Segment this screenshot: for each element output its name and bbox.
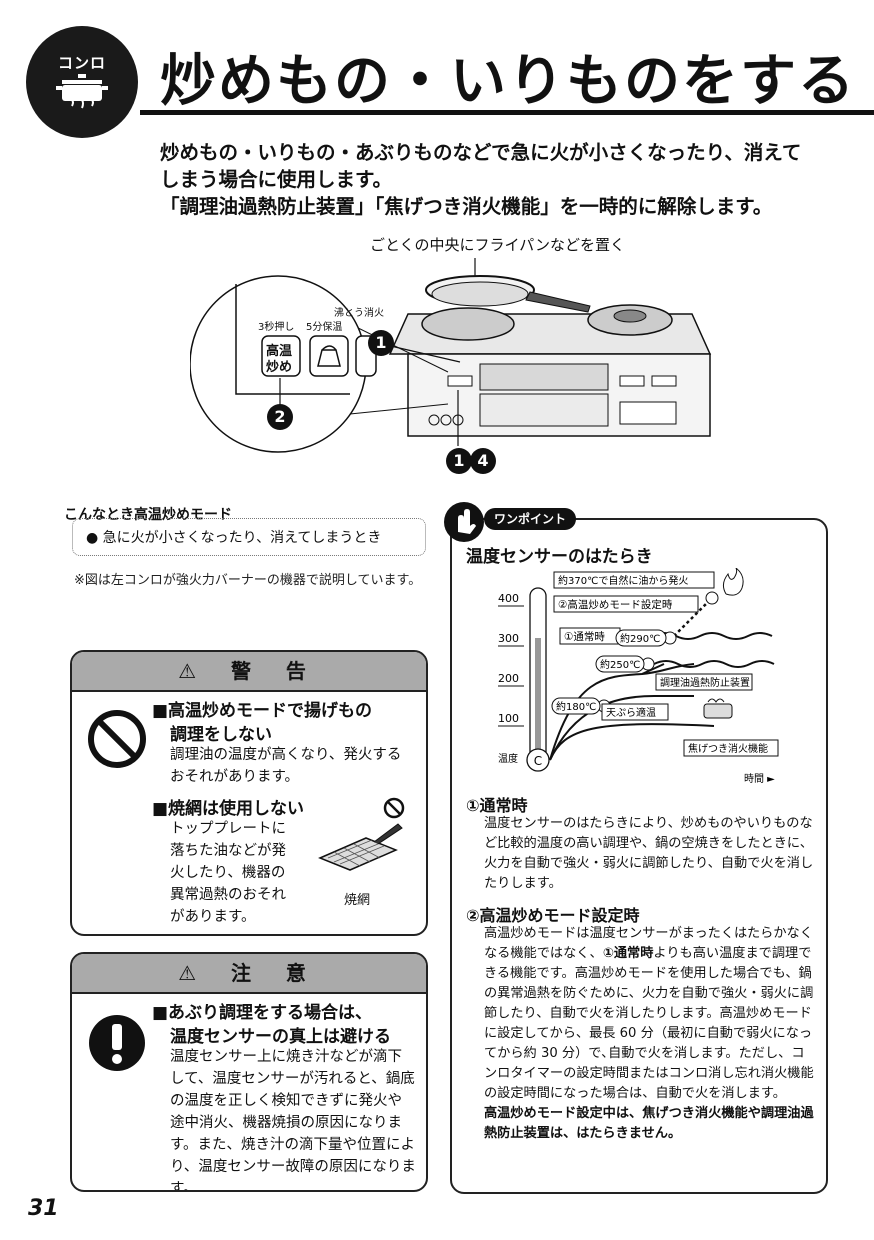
caution-box: ⚠ 注 意 ■あぶり調理をする場合は、 温度センサーの真上は避ける 温度センサー… bbox=[70, 952, 428, 1192]
label-normal: ①通常時 bbox=[564, 630, 605, 643]
label-290: 約290℃ bbox=[620, 632, 660, 645]
intro-line-2: しまう場合に使用します。 bbox=[160, 168, 393, 191]
label-3byo: 3秒押し bbox=[258, 322, 295, 333]
callout-1-top: 1 bbox=[368, 330, 394, 356]
yakiami-label: 焼網 bbox=[344, 893, 371, 908]
section2-body: 高温炒めモードは温度センサーがまったくはたらかなくなる機能ではなく、①通常時より… bbox=[484, 926, 814, 1141]
warning-header: ⚠ 警 告 bbox=[72, 652, 426, 692]
title-rule bbox=[140, 110, 874, 115]
pot-icon bbox=[56, 74, 108, 109]
warning-item1-title-1: ■高温炒めモードで揚げもの bbox=[152, 701, 373, 721]
wave-normal bbox=[653, 660, 775, 668]
intro-line-3: 「調理油過熱防止装置」「焦げつき消火機能」を一時的に解除します。 bbox=[160, 195, 773, 218]
label-180: 約180℃ bbox=[556, 700, 596, 713]
intro-line-1: 炒めもの・いりもの・あぶりものなどで急に火が小さくなったり、消えて bbox=[160, 141, 802, 164]
warning-box: ⚠ 警 告 ■高温炒めモードで揚げもの 調理をしない 調理油の温度が高くなり、発… bbox=[70, 650, 428, 936]
caution-header: ⚠ 注 意 bbox=[72, 954, 426, 994]
thermometer-fill bbox=[535, 638, 541, 756]
temperature-chart: C 400 300 200 100 温度 時間 ► 約370℃で自然に油から発火… bbox=[498, 568, 779, 785]
ylabel: 温度 bbox=[498, 752, 518, 765]
label-ignite: 約370℃で自然に油から発火 bbox=[558, 574, 688, 587]
hand-pointer-icon bbox=[444, 502, 484, 542]
caution-title-2: 温度センサーの真上は避ける bbox=[170, 1027, 391, 1047]
label-5fun: 5分保温 bbox=[306, 322, 343, 333]
label-oil: 調理油過熱防止装置 bbox=[660, 676, 750, 689]
caution-title-1: ■あぶり調理をする場合は、 bbox=[152, 1003, 373, 1023]
konna-box bbox=[72, 518, 426, 556]
xlabel: 時間 ► bbox=[744, 773, 775, 785]
page-title: 炒めもの・いりものをする bbox=[160, 49, 856, 114]
label-250: 約250℃ bbox=[600, 658, 640, 671]
warning-item1-title-2: 調理をしない bbox=[170, 725, 272, 745]
konro-badge: コンロ bbox=[26, 26, 138, 138]
konna-label: こんなとき高温炒めモード bbox=[64, 507, 232, 523]
page-number: 31 bbox=[28, 1196, 59, 1221]
callout-1-bottom: 1 bbox=[446, 448, 472, 474]
ytick-400: 400 bbox=[498, 592, 519, 605]
label-futou: 沸とう消火 bbox=[334, 308, 384, 319]
fire-icon bbox=[722, 568, 744, 596]
warning-item2-title: ■焼網は使用しない bbox=[152, 799, 305, 819]
stove-illustration bbox=[190, 258, 712, 453]
onepoint-label: ワンポイント bbox=[484, 508, 577, 530]
button-label-2: 炒め bbox=[266, 360, 293, 375]
warning-item2-body-2: 落ちた油などが発 bbox=[170, 843, 286, 859]
stove-caption: ごとくの中央にフライパンなどを置く bbox=[370, 236, 626, 254]
warning-item2-body-5: があります。 bbox=[170, 909, 256, 925]
callout-2: 2 bbox=[267, 404, 293, 430]
ytick-200: 200 bbox=[498, 672, 519, 685]
warning-item2-body-4: 異常過熱のおそれ bbox=[170, 887, 286, 903]
warning-item1-body: 調理油の温度が高くなり、発火するおそれがあります。 bbox=[170, 747, 402, 785]
caution-body: 温度センサー上に焼き汁などが滴下して、温度センサーが汚れると、鍋底の温度を正しく… bbox=[170, 1049, 416, 1192]
label-mode: ②高温炒めモード設定時 bbox=[558, 598, 673, 611]
button-label-1: 高温 bbox=[266, 344, 293, 359]
thermometer-bulb bbox=[526, 748, 550, 772]
label-koge: 焦げつき消火機能 bbox=[688, 742, 768, 755]
ytick-100: 100 bbox=[498, 712, 519, 725]
section2-title: ②高温炒めモード設定時 bbox=[466, 906, 640, 925]
konna-item: ● 急に火が小さくなったり、消えてしまうとき bbox=[86, 530, 382, 546]
badge-label: コンロ bbox=[57, 54, 106, 72]
label-tempura: 天ぷら適温 bbox=[606, 706, 656, 719]
thermometer-symbol: C bbox=[534, 754, 542, 768]
curve-koge bbox=[549, 723, 715, 761]
mandatory-icon bbox=[89, 1015, 145, 1071]
callout-4: 4 bbox=[470, 448, 496, 474]
section1-body: 温度センサーのはたらきにより、炒めものやいりものなど比較的温度の高い調理や、鍋の… bbox=[484, 816, 814, 891]
warning-item2-body-1: トッププレートに bbox=[170, 821, 286, 837]
warning-item2-body-3: 火したり、機器の bbox=[170, 865, 286, 881]
onepoint-title: 温度センサーのはたらき bbox=[466, 547, 653, 567]
prohibited-icon bbox=[88, 710, 146, 768]
section1-title: ①通常時 bbox=[466, 796, 528, 815]
pot-icon-small bbox=[703, 703, 733, 719]
onepoint-panel bbox=[450, 518, 828, 1194]
note: ※図は左コンロが強火力バーナーの機器で説明しています。 bbox=[74, 573, 422, 588]
grill-net-icon bbox=[318, 797, 405, 871]
ytick-300: 300 bbox=[498, 632, 519, 645]
